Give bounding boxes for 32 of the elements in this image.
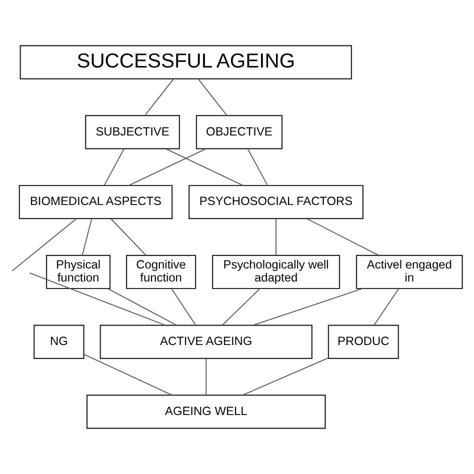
node-box: PSYCHOSOCIAL FACTORS <box>188 184 364 220</box>
node-box: AGEING WELL <box>86 394 326 429</box>
node-box: Activel engaged in <box>356 254 463 290</box>
connector <box>82 218 92 256</box>
connector <box>29 272 166 326</box>
connector <box>110 218 146 256</box>
connector <box>198 78 228 116</box>
node-box: BIOMEDICAL ASPECTS <box>18 184 173 220</box>
node-box: PRODUC <box>328 324 399 359</box>
connector <box>12 218 77 272</box>
node-box: SUBJECTIVE <box>85 115 180 150</box>
node-box: NG <box>34 324 84 359</box>
connector <box>165 148 244 186</box>
connector <box>206 358 207 396</box>
node-box: Cognitive function <box>126 254 196 290</box>
connector <box>242 358 329 396</box>
node-box: ACTIVE AGEING <box>100 324 312 359</box>
node-box: Psychologically well adapted <box>212 254 340 290</box>
connector <box>144 78 174 116</box>
node-box: OBJECTIVE <box>196 115 283 150</box>
connector <box>374 288 400 326</box>
connector <box>104 148 124 186</box>
connector <box>306 218 380 256</box>
node-box: SUCCESSFUL AGEING <box>20 45 352 80</box>
connector <box>171 288 196 326</box>
connector <box>83 354 173 396</box>
node-box: Physical function <box>46 254 111 290</box>
connector <box>107 288 178 326</box>
connector <box>128 148 206 186</box>
connector <box>247 148 268 186</box>
connector <box>252 288 363 326</box>
connector <box>222 288 260 326</box>
